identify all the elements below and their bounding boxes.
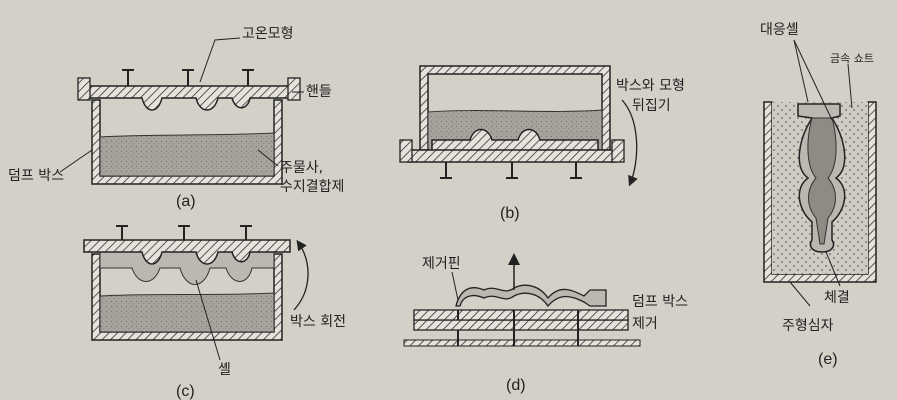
label-eject-pin: 제거핀 <box>422 256 461 272</box>
label-remove-2: 제거 <box>632 316 658 332</box>
caption-c: (c) <box>176 383 195 400</box>
caption-b: (b) <box>500 205 520 222</box>
label-flip-2: 뒤집기 <box>632 98 671 114</box>
label-clamp: 체결 <box>824 290 850 306</box>
label-handle: 핸들 <box>306 84 332 100</box>
caption-e: (e) <box>818 351 838 368</box>
label-flip-1: 박스와 모형 <box>616 78 685 94</box>
label-hot-pattern: 고온모형 <box>242 26 294 42</box>
label-mating-shell: 대응셸 <box>760 22 799 38</box>
label-flask: 주형심자 <box>782 318 834 334</box>
label-dump-box: 덤프 박스 <box>8 168 64 184</box>
label-rotate-box: 박스 회전 <box>290 314 346 330</box>
panel-e <box>763 39 877 307</box>
label-shell: 셸 <box>218 362 231 378</box>
caption-d: (d) <box>506 377 526 394</box>
label-sand-1: 주물사, <box>280 160 323 176</box>
label-sand-2: 수지결합제 <box>280 179 344 195</box>
panel-b <box>399 65 638 187</box>
label-remove-1: 덤프 박스 <box>632 294 688 310</box>
label-metal-shot: 금속 쇼트 <box>830 52 874 65</box>
panel-a <box>59 37 304 185</box>
caption-a: (a) <box>176 193 196 210</box>
panel-d <box>403 253 641 347</box>
panel-c <box>83 225 309 361</box>
